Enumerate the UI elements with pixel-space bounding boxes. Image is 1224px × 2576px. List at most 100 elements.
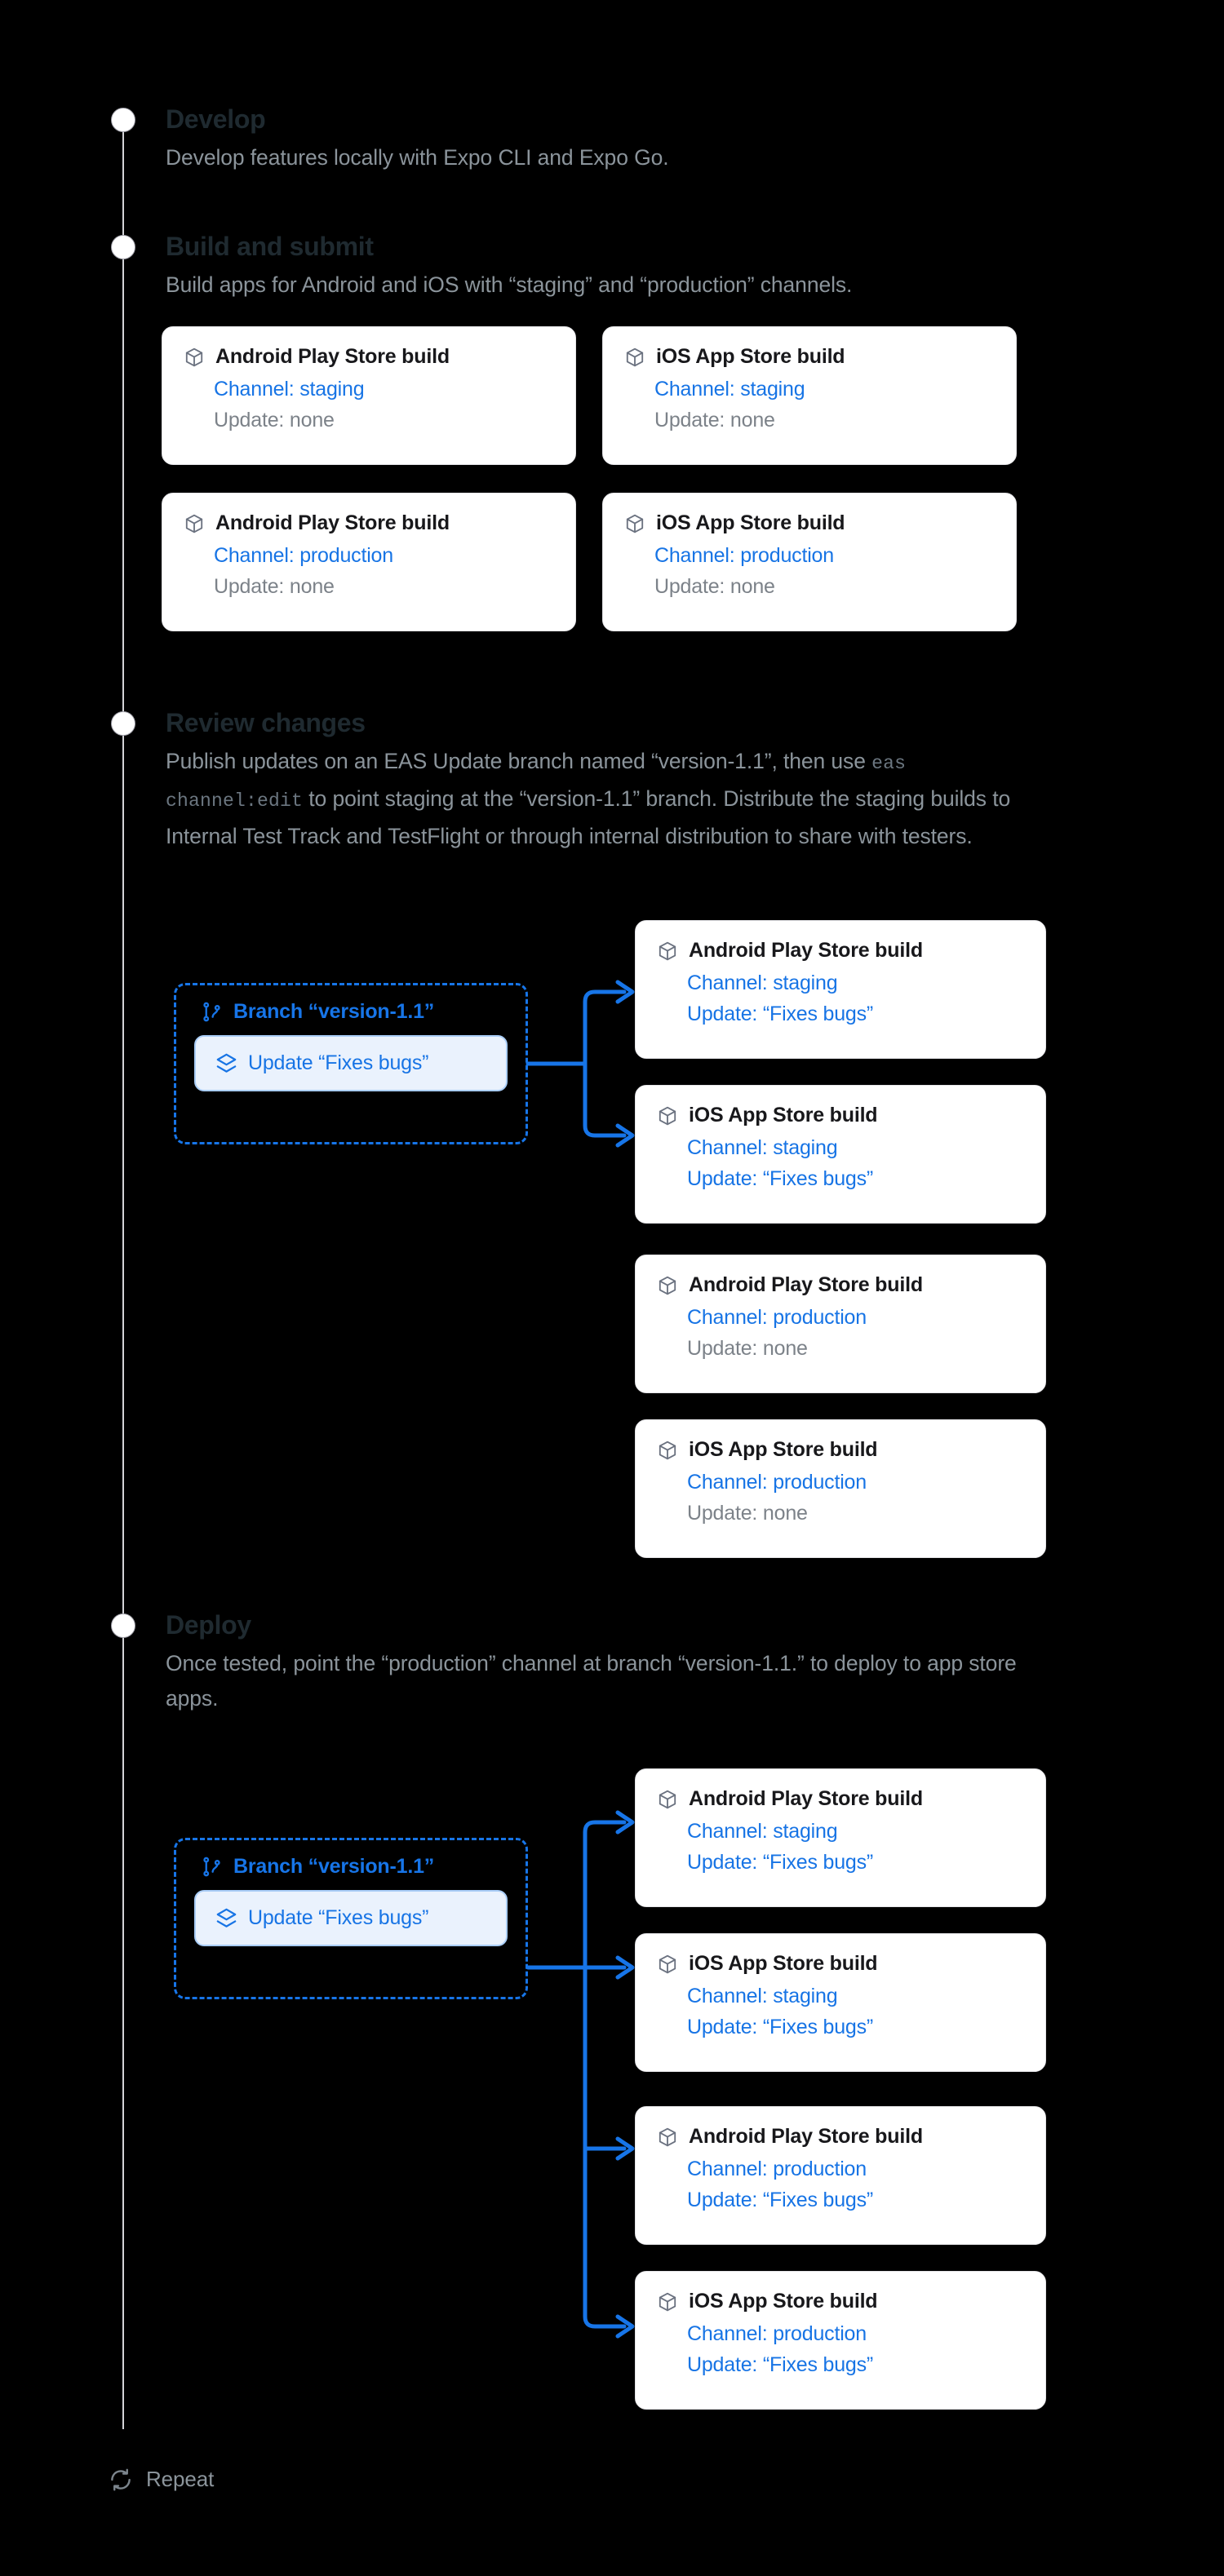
- card-channel: Channel: production: [654, 544, 834, 567]
- branch-label: Branch “version-1.1”: [233, 1855, 435, 1878]
- card-title: iOS App Store build: [689, 1952, 878, 1975]
- build-card[interactable]: iOS App Store build Channel: staging Upd…: [602, 326, 1017, 465]
- card-channel: Channel: production: [687, 1471, 867, 1494]
- card-channel: Channel: production: [214, 544, 393, 567]
- build-card[interactable]: Android Play Store build Channel: stagin…: [162, 326, 576, 465]
- build-card[interactable]: iOS App Store build Channel: staging Upd…: [635, 1085, 1046, 1224]
- card-channel: Channel: production: [687, 2158, 867, 2180]
- build-card[interactable]: Android Play Store build Channel: produc…: [635, 1255, 1046, 1393]
- layers-icon: [216, 1908, 237, 1928]
- timeline-rail: [122, 121, 124, 2429]
- card-channel: Channel: production: [687, 1306, 867, 1329]
- step-heading-develop: Develop: [166, 104, 266, 134]
- timeline-dot-review: [111, 711, 135, 736]
- cube-icon: [659, 2292, 676, 2311]
- card-title-row: Android Play Store build: [184, 511, 554, 535]
- card-title: iOS App Store build: [656, 511, 845, 534]
- step-heading-build: Build and submit: [166, 232, 374, 261]
- branch-header: Branch “version-1.1”: [194, 1000, 508, 1024]
- card-channel: Channel: staging: [687, 1136, 838, 1159]
- build-card[interactable]: iOS App Store build Channel: production …: [635, 2271, 1046, 2410]
- card-title-row: iOS App Store build: [624, 345, 995, 369]
- card-title-row: Android Play Store build: [657, 2125, 1024, 2149]
- connector-review: [526, 980, 635, 1148]
- card-title-row: iOS App Store build: [657, 1104, 1024, 1127]
- card-title: Android Play Store build: [689, 939, 923, 962]
- cube-icon: [185, 514, 203, 533]
- build-card[interactable]: Android Play Store build Channel: produc…: [162, 493, 576, 631]
- card-channel: Channel: production: [687, 2322, 867, 2345]
- card-update: Update: “Fixes bugs”: [687, 1003, 874, 1025]
- card-update: Update: “Fixes bugs”: [687, 1167, 874, 1190]
- build-card[interactable]: iOS App Store build Channel: production …: [635, 1419, 1046, 1558]
- card-title: Android Play Store build: [689, 1273, 923, 1296]
- update-label: Update “Fixes bugs”: [248, 1906, 429, 1929]
- step-body-build: Build apps for Android and iOS with “sta…: [166, 272, 853, 297]
- card-title: Android Play Store build: [215, 345, 450, 368]
- repeat-icon: [111, 2468, 131, 2490]
- build-card[interactable]: iOS App Store build Channel: staging Upd…: [635, 1933, 1046, 2072]
- timeline-dot-build: [111, 235, 135, 259]
- cube-icon: [626, 347, 644, 366]
- card-title-row: Android Play Store build: [657, 939, 1024, 963]
- card-title: Android Play Store build: [215, 511, 450, 534]
- card-title-row: iOS App Store build: [624, 511, 995, 535]
- branch-box-review[interactable]: Branch “version-1.1” Update “Fixes bugs”: [174, 983, 528, 1144]
- card-update: Update: none: [654, 575, 775, 598]
- repeat-row[interactable]: Repeat: [109, 2467, 214, 2492]
- cube-icon: [659, 941, 676, 960]
- card-update: Update: none: [214, 409, 335, 432]
- card-title: iOS App Store build: [656, 345, 845, 368]
- git-branch-icon: [203, 1857, 220, 1877]
- git-branch-icon: [203, 1002, 220, 1022]
- cube-icon: [659, 2127, 676, 2146]
- step-body-deploy: Once tested, point the “production” chan…: [166, 1651, 1017, 1711]
- update-label: Update “Fixes bugs”: [248, 1051, 429, 1074]
- card-channel: Channel: staging: [687, 972, 838, 994]
- cube-icon: [659, 1790, 676, 1808]
- card-update: Update: “Fixes bugs”: [687, 2353, 874, 2376]
- branch-box-deploy[interactable]: Branch “version-1.1” Update “Fixes bugs”: [174, 1838, 528, 1999]
- cube-icon: [659, 1954, 676, 1973]
- card-update: Update: “Fixes bugs”: [687, 1851, 874, 1874]
- review-body-part2: to point staging at the “version-1.1” br…: [166, 786, 1011, 848]
- card-title: iOS App Store build: [689, 1438, 878, 1461]
- build-card[interactable]: Android Play Store build Channel: stagin…: [635, 1768, 1046, 1907]
- review-body-code: eas channel:edit: [166, 753, 907, 812]
- card-title: iOS App Store build: [689, 2290, 878, 2313]
- build-card[interactable]: iOS App Store build Channel: production …: [602, 493, 1017, 631]
- card-title-row: Android Play Store build: [184, 345, 554, 369]
- card-title-row: iOS App Store build: [657, 2290, 1024, 2313]
- card-title-row: Android Play Store build: [657, 1787, 1024, 1811]
- cube-icon: [659, 1106, 676, 1125]
- cube-icon: [659, 1441, 676, 1459]
- update-chip[interactable]: Update “Fixes bugs”: [194, 1035, 508, 1091]
- review-body-part1: Publish updates on an EAS Update branch …: [166, 749, 872, 773]
- timeline-dot-develop: [111, 108, 135, 132]
- branch-header: Branch “version-1.1”: [194, 1855, 508, 1879]
- card-update: Update: none: [214, 575, 335, 598]
- build-card[interactable]: Android Play Store build Channel: stagin…: [635, 920, 1046, 1059]
- step-heading-deploy: Deploy: [166, 1610, 251, 1640]
- branch-label: Branch “version-1.1”: [233, 1000, 435, 1023]
- card-title-row: Android Play Store build: [657, 1273, 1024, 1297]
- card-update: Update: “Fixes bugs”: [687, 2016, 874, 2038]
- cube-icon: [659, 1276, 676, 1295]
- card-channel: Channel: staging: [214, 378, 365, 401]
- card-title: iOS App Store build: [689, 1104, 878, 1126]
- card-title-row: iOS App Store build: [657, 1438, 1024, 1462]
- build-card[interactable]: Android Play Store build Channel: produc…: [635, 2106, 1046, 2245]
- card-channel: Channel: staging: [687, 1820, 838, 1843]
- step-heading-review: Review changes: [166, 708, 366, 737]
- layers-icon: [216, 1053, 237, 1073]
- card-channel: Channel: staging: [654, 378, 805, 401]
- timeline-dot-deploy: [111, 1613, 135, 1638]
- step-body-review: Publish updates on an EAS Update branch …: [166, 744, 1047, 854]
- update-chip[interactable]: Update “Fixes bugs”: [194, 1890, 508, 1946]
- card-update: Update: none: [687, 1502, 808, 1525]
- card-title: Android Play Store build: [689, 1787, 923, 1810]
- step-body-develop: Develop features locally with Expo CLI a…: [166, 145, 669, 170]
- repeat-label: Repeat: [146, 2467, 215, 2491]
- connector-deploy: [526, 1810, 635, 2339]
